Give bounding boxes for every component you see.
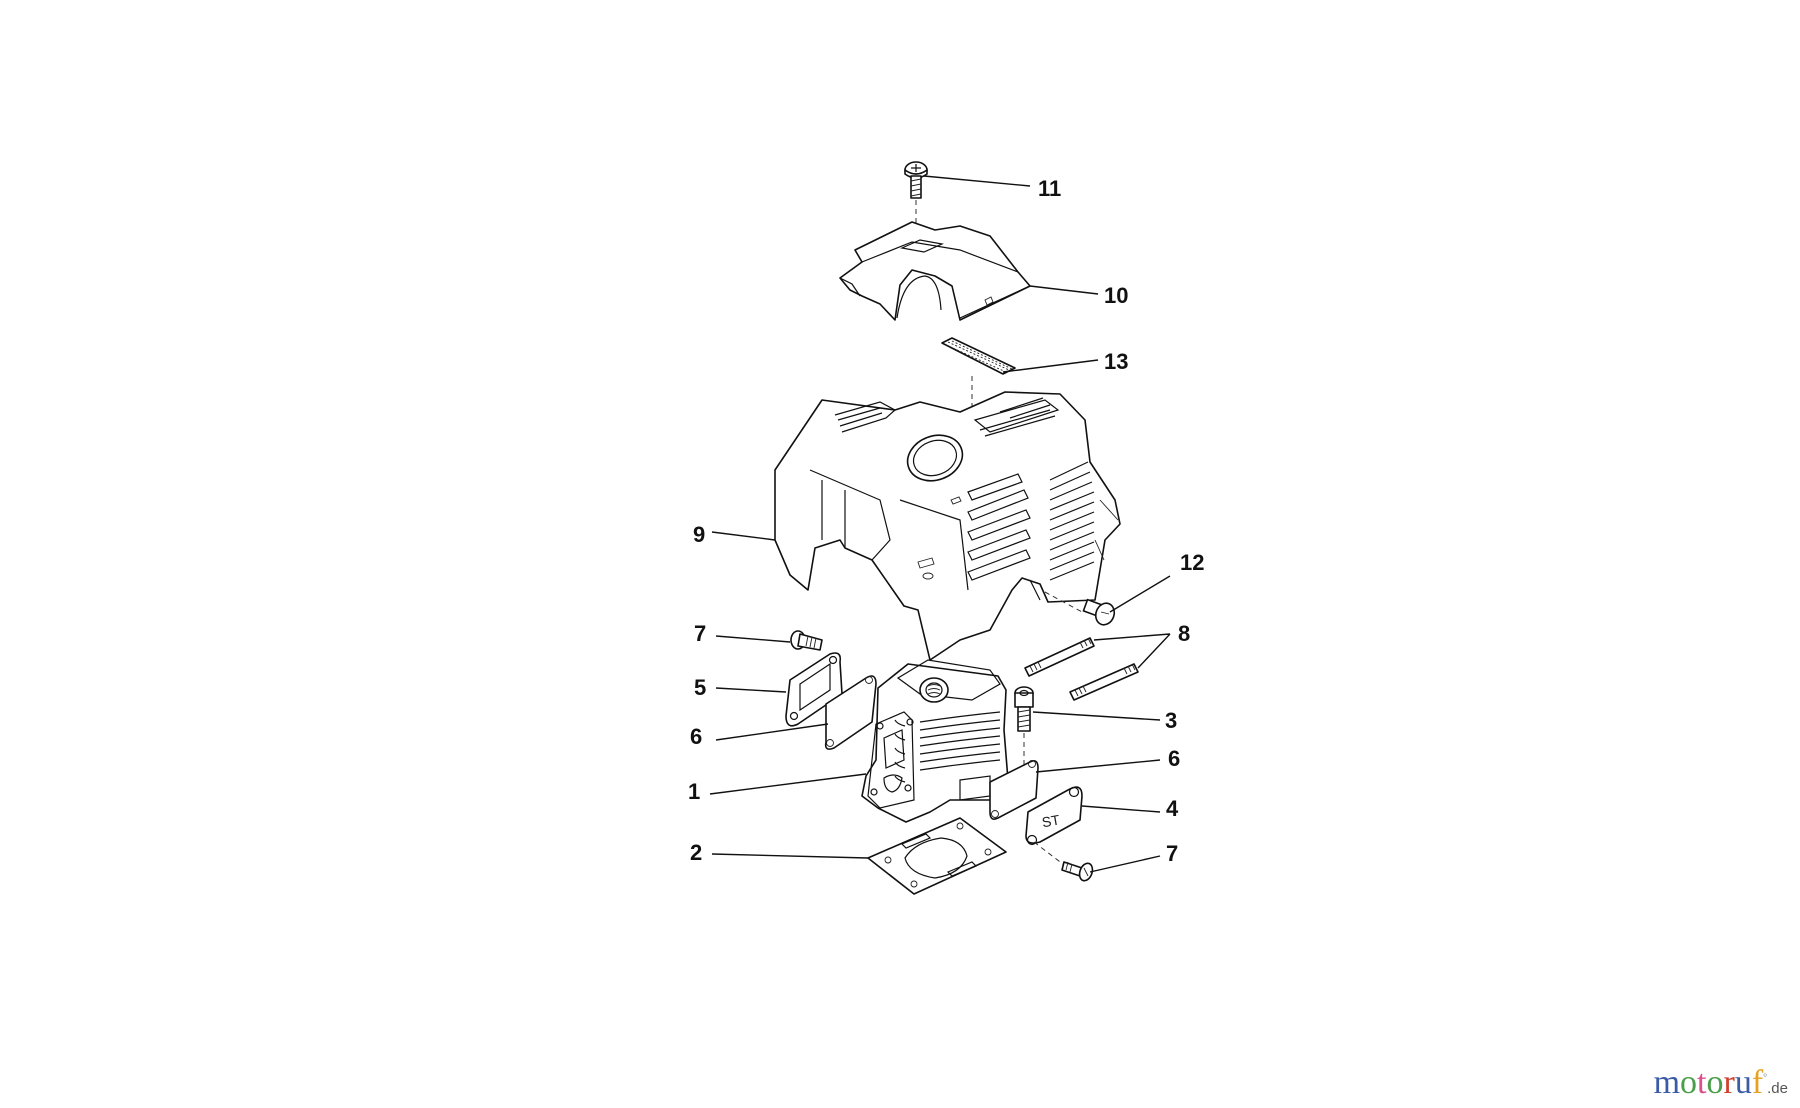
socket-bolt-part-3	[1014, 686, 1034, 765]
callout-7-lower: 7	[1166, 841, 1179, 866]
shroud-part-9	[774, 391, 1121, 661]
stud-bolts-part-8	[1024, 637, 1139, 701]
logo-letter: t	[1697, 1064, 1707, 1101]
callout-13: 13	[1104, 349, 1129, 374]
callout-4: 4	[1166, 796, 1179, 821]
callout-10: 10	[1104, 283, 1129, 308]
base-gasket-part-2	[867, 817, 1007, 895]
gasket-part-6-right	[989, 760, 1039, 820]
logo-letter: o	[1706, 1064, 1724, 1101]
screw-part-11	[904, 161, 928, 262]
callout-2: 2	[690, 840, 703, 865]
callout-11: 11	[1038, 176, 1062, 201]
logo-letter: f	[1751, 1064, 1764, 1101]
logo-tld: .de	[1767, 1080, 1788, 1097]
plate-marking: ST	[1041, 811, 1062, 830]
callout-6-right: 6	[1168, 746, 1181, 771]
logo-dot: °	[1763, 1072, 1768, 1084]
cylinder-part-1	[861, 659, 1009, 823]
callout-7-upper: 7	[694, 621, 707, 646]
motoruf-watermark-logo: motoruf°.de	[1654, 1066, 1788, 1100]
logo-letter: u	[1734, 1064, 1752, 1101]
bolt-part-12	[1044, 591, 1116, 626]
callout-5: 5	[694, 675, 707, 700]
logo-letter: m	[1653, 1064, 1681, 1101]
screw-part-7-upper	[790, 630, 823, 651]
callout-9: 9	[693, 522, 706, 547]
decal-part-13	[941, 337, 1016, 420]
screw-part-7-lower	[1061, 861, 1094, 882]
top-cover-part-10	[839, 221, 1031, 321]
logo-letter: o	[1680, 1064, 1698, 1101]
callout-3: 3	[1165, 708, 1178, 733]
cover-plate-part-4: ST	[1025, 786, 1083, 869]
callout-12: 12	[1180, 550, 1205, 575]
callout-8: 8	[1178, 621, 1191, 646]
callout-1: 1	[688, 779, 701, 804]
logo-letter: r	[1723, 1064, 1735, 1101]
callout-6-left: 6	[690, 724, 703, 749]
gasket-part-6-left	[824, 675, 877, 750]
leader-lines	[709, 175, 1171, 873]
